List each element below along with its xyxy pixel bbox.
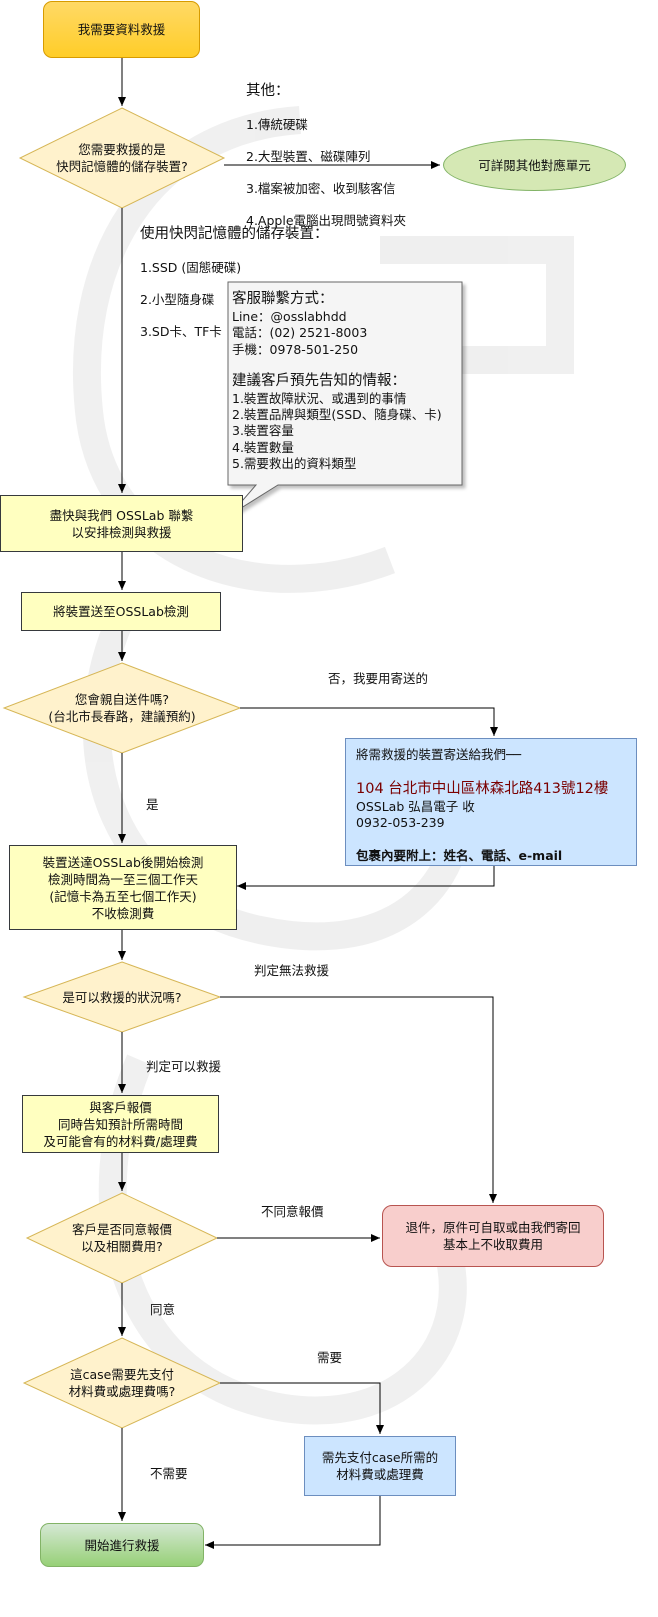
callout-item-2: 2.裝置品牌與類型(SSD、隨身碟、卡) — [232, 407, 442, 423]
callout-item-4: 4.裝置數量 — [232, 439, 294, 455]
edge-label-cannot: 判定無法救援 — [254, 963, 330, 978]
other-item-3: 3.檔案被加密、收到駭客信 — [246, 181, 396, 196]
edge-pay-to-end — [205, 1496, 381, 1549]
callout-tel: 電話：(02) 2521-8003 — [232, 325, 368, 341]
flash-notes-title: 使用快閃記憶體的儲存裝置： — [140, 226, 329, 242]
edge-mail-to-inspect — [237, 866, 495, 890]
decision-deliver-text: 您會親自送件嗎? (台北市長春路，建議預約) — [48, 692, 196, 724]
decision-recoverable-text: 是可以救援的狀況嗎? — [62, 989, 182, 1005]
end-node: 開始進行救援 — [40, 1523, 204, 1567]
other-item-4: 4.Apple電腦出現問號資料夾 — [246, 213, 407, 228]
other-item-1: 1.傳統硬碟 — [246, 117, 308, 132]
edges — [118, 58, 498, 1549]
send-device-node: 將裝置送至OSSLab檢測 — [21, 592, 221, 631]
prepay-node: 需先支付case所需的 材料費或處理費 — [304, 1436, 456, 1496]
callout-mobile: 手機：0978-501-250 — [232, 341, 359, 357]
flash-item-2: 2.小型隨身碟 — [140, 292, 215, 307]
contact-callout: 客服聯繫方式： Line：@osslabhdd 電話：(02) 2521-800… — [232, 290, 460, 472]
edge-label-no-need: 不需要 — [150, 1466, 188, 1481]
edge-label-yes: 是 — [146, 797, 159, 812]
mail-instructions-node: 將需救援的裝置寄送給我們── 104 台北市中山區林森北路413號12樓 OSS… — [345, 738, 637, 866]
edge-d5-to-pay — [220, 1382, 384, 1434]
flash-item-3: 3.SD卡、TF卡 — [140, 324, 222, 339]
callout-item-5: 5.需要救出的資料類型 — [232, 456, 357, 472]
other-units-node: 可詳閱其他對應單元 — [443, 139, 626, 191]
other-notes-title: 其他： — [246, 83, 290, 99]
edge-label-can: 判定可以救援 — [146, 1059, 222, 1074]
mail-note: 包裹內要附上：姓名、電話、e-mail — [356, 847, 563, 863]
other-item-2: 2.大型裝置、磁碟陣列 — [246, 149, 371, 164]
callout-title2: 建議客戶預先告知的情報： — [232, 372, 406, 389]
other-notes: 其他： 1.傳統硬碟 2.大型裝置、磁碟陣列 3.檔案被加密、收到駭客信 4.A… — [246, 66, 406, 245]
flash-item-1: 1.SSD (固態硬碟) — [140, 260, 242, 275]
decision-accept-text: 客戶是否同意報價 以及相關費用? — [71, 1222, 172, 1254]
edge-label-agree: 同意 — [150, 1302, 176, 1317]
inspection-node: 裝置送達OSSLab後開始檢測 檢測時間為一至三個工作天 (記憶卡為五至七個工作… — [9, 845, 237, 930]
decision-prepay-text: 這case需要先支付 材料費或處理費嗎? — [68, 1367, 176, 1399]
edge-d3-to-return — [220, 996, 497, 1203]
edge-label-no-mail: 否，我要用寄送的 — [328, 671, 429, 686]
callout-item-1: 1.裝置故障狀況、或遇到的事情 — [232, 390, 407, 406]
mail-address: 104 台北市中山區林森北路413號12樓 — [356, 780, 609, 797]
decision-flash-storage-text: 您需要救援的是 快閃記憶體的儲存裝置? — [56, 142, 188, 174]
contact-osslab-node: 盡快與我們 OSSLab 聯繫 以安排檢測與救援 — [0, 495, 243, 552]
flash-notes: 使用快閃記憶體的儲存裝置： 1.SSD (固態硬碟) 2.小型隨身碟 3.SD卡… — [140, 209, 329, 356]
contact-callout-shape — [227, 281, 463, 516]
edge-d2-to-mail — [240, 707, 498, 736]
callout-line: Line：@osslabhdd — [232, 309, 347, 324]
mail-line1: 將需救援的裝置寄送給我們── — [356, 747, 522, 762]
edge-label-disagree: 不同意報價 — [261, 1204, 324, 1219]
edge-label-need: 需要 — [317, 1350, 343, 1365]
return-device-node: 退件，原件可自取或由我們寄回 基本上不收取費用 — [382, 1205, 604, 1267]
mail-phone: 0932-053-239 — [356, 815, 445, 830]
callout-title: 客服聯繫方式： — [232, 291, 334, 307]
callout-item-3: 3.裝置容量 — [232, 423, 294, 439]
start-node: 我需要資料救援 — [43, 1, 200, 58]
mail-company: OSSLab 弘昌電子 收 — [356, 798, 475, 814]
quote-node: 與客戶報價 同時告知預計所需時間 及可能會有的材料費/處理費 — [22, 1095, 219, 1153]
